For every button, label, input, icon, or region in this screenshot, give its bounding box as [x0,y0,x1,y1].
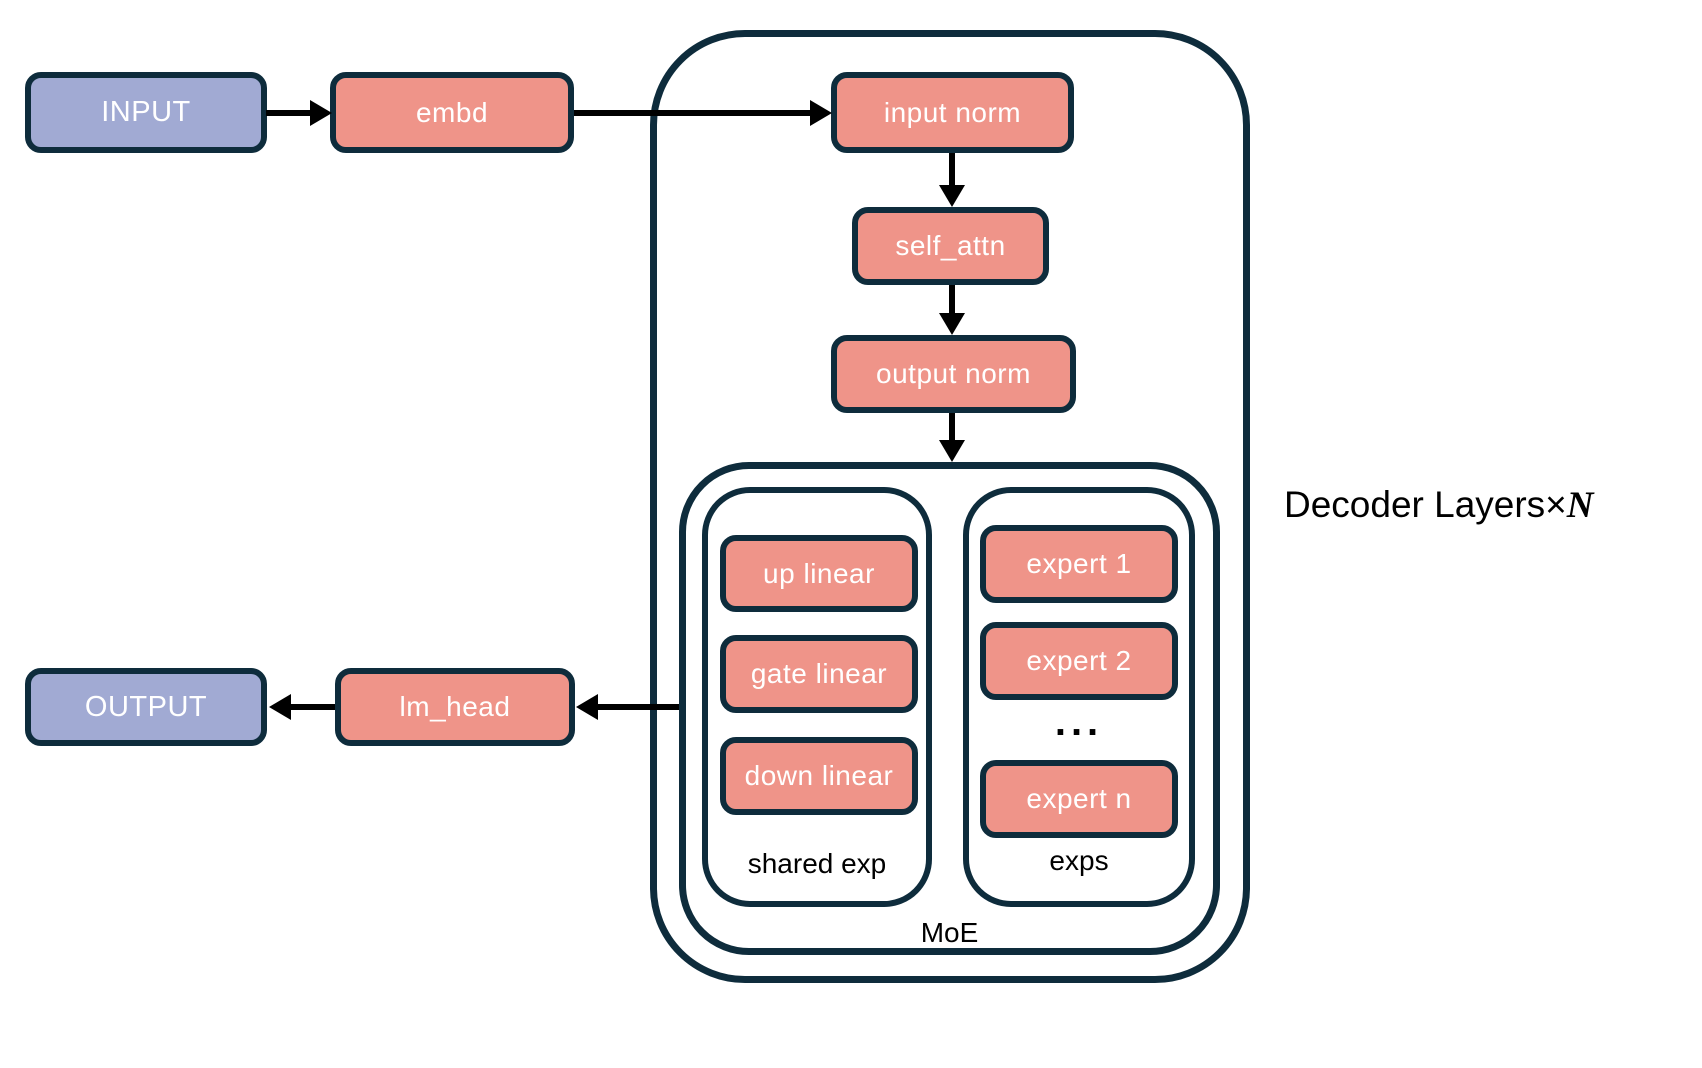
decoder-layers-label-text: Decoder Layers× [1284,484,1567,525]
input-node: INPUT [25,72,267,153]
gate-linear-node: gate linear [720,635,918,713]
shared-expert-container [702,487,932,907]
up-linear-node: up linear [720,535,918,612]
expert-1-node: expert 1 [980,525,1178,603]
moe-label: MoE [920,917,979,948]
embd-node: embd [330,72,574,153]
self-attn-node: self_attn [852,207,1049,285]
output-node: OUTPUT [25,668,267,746]
lm-head-node: lm_head [335,668,575,746]
experts-ellipsis: ... [1054,700,1104,744]
expert-2-node: expert 2 [980,622,1178,700]
expert-n-node: expert n [980,760,1178,838]
decoder-layers-container [650,30,1250,983]
output-norm-node: output norm [831,335,1076,413]
down-linear-node: down linear [720,737,918,815]
decoder-layers-repeat-count: N [1566,485,1594,526]
experts-container [963,487,1195,907]
shared-expert-label: shared exp [747,848,887,879]
experts-label: exps [1049,845,1109,876]
decoder-layers-label: Decoder Layers×N [1284,484,1594,527]
input-norm-node: input norm [831,72,1074,153]
moe-container [679,462,1220,955]
